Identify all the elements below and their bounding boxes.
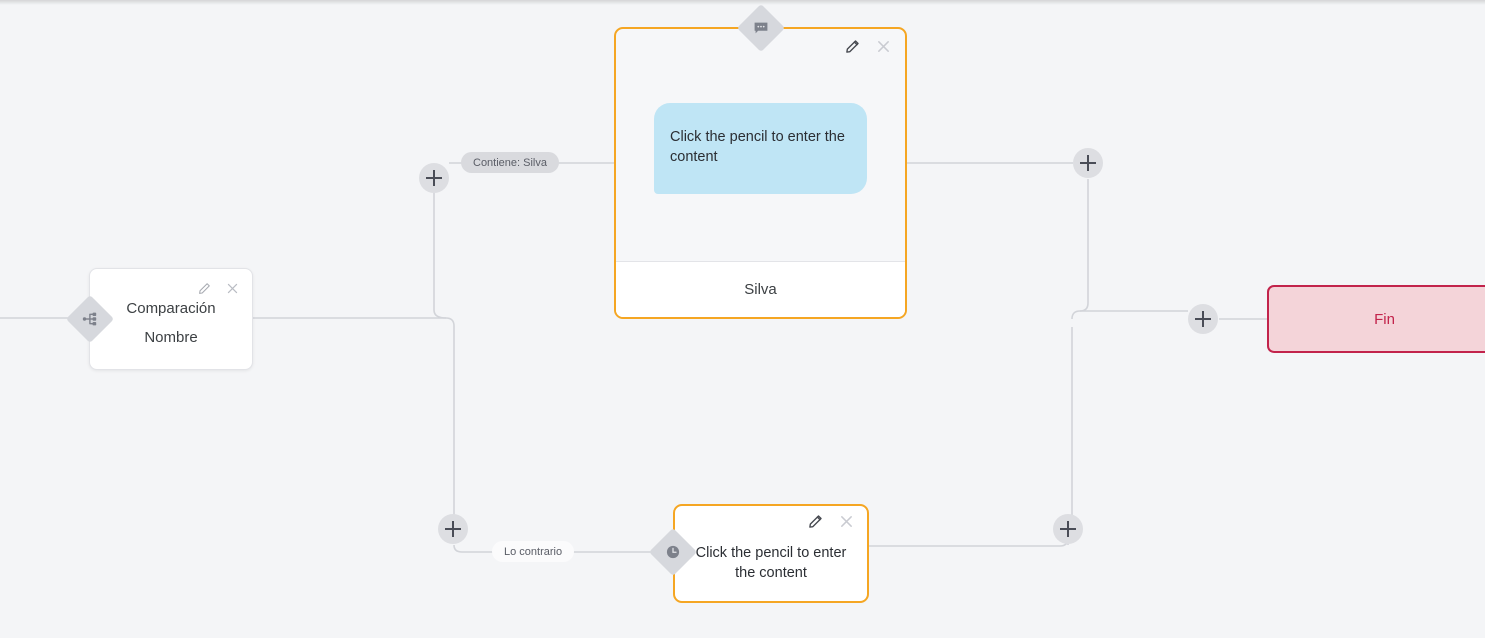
node-message[interactable]: Click the pencil to enter the content Si… [614,27,907,319]
message-bubble-icon [751,18,771,38]
node-comparison-controls [198,282,239,295]
add-node-button-branch-true[interactable] [419,163,449,193]
node-delay-text: Click the pencil to enter the content [695,544,847,581]
add-node-button-branch-false[interactable] [438,514,468,544]
node-delay[interactable]: Click the pencil to enter the content [673,504,869,603]
node-comparison[interactable]: Comparación Nombre [89,268,253,370]
message-type-badge[interactable] [736,3,786,53]
node-comparison-title: Comparación [126,300,216,317]
node-message-body: Click the pencil to enter the content [616,29,905,261]
edge-compare-out [253,317,455,327]
pencil-icon[interactable] [198,282,211,295]
edge-delay-to-plus [869,537,1069,547]
delay-type-badge[interactable] [648,527,698,577]
branch-split-badge[interactable] [65,294,115,344]
node-delay-controls [808,514,854,529]
clock-icon [663,542,683,562]
close-icon[interactable] [876,39,891,54]
edge-message-down [1079,179,1089,312]
edge-false-to-delay [453,544,673,553]
close-icon[interactable] [226,282,239,295]
message-bubble[interactable]: Click the pencil to enter the content [654,102,867,194]
pencil-icon[interactable] [845,39,860,54]
add-node-button-after-message[interactable] [1073,148,1103,178]
node-comparison-field: Nombre [144,329,198,346]
add-node-button-before-end[interactable] [1188,304,1218,334]
node-message-footer: Silva [616,261,905,317]
add-node-button-after-delay[interactable] [1053,514,1083,544]
edge-label-condition-true[interactable]: Contiene: Silva [461,152,559,173]
edge-compare-to-true [433,179,447,319]
edge-label-condition-false[interactable]: Lo contrario [492,541,575,562]
branch-split-icon [80,309,100,329]
node-end[interactable]: Fin [1267,285,1485,353]
node-message-controls [845,39,891,54]
edge-join-to-end [1071,310,1188,320]
close-icon[interactable] [839,514,854,529]
pencil-icon[interactable] [808,514,823,529]
node-end-label: Fin [1374,310,1395,328]
